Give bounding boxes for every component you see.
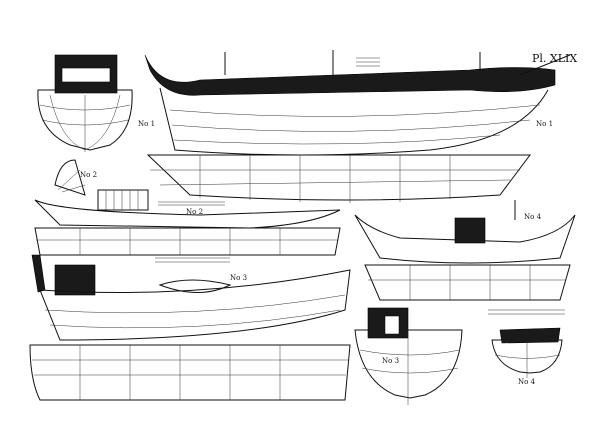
- label-no1-side: No 1: [536, 120, 553, 128]
- ship-1-side-view: [144, 50, 571, 203]
- ship-4-drawings: [354, 200, 576, 378]
- plate-title: Pl. XLIX: [532, 52, 577, 65]
- label-no4-stern: No 4: [518, 378, 536, 386]
- label-no1-stern: No 1: [138, 120, 155, 128]
- ship-3-drawings: [29, 254, 463, 405]
- label-no4-side: No 4: [524, 213, 542, 221]
- label-no3-stern: No 3: [382, 357, 399, 365]
- ship-2-drawings: [34, 159, 341, 256]
- label-no3-side: No 3: [230, 274, 247, 282]
- label-no2-stern: No 2: [80, 171, 97, 179]
- ship-1-stern-view: [37, 54, 133, 152]
- label-no2-side: No 2: [186, 208, 203, 216]
